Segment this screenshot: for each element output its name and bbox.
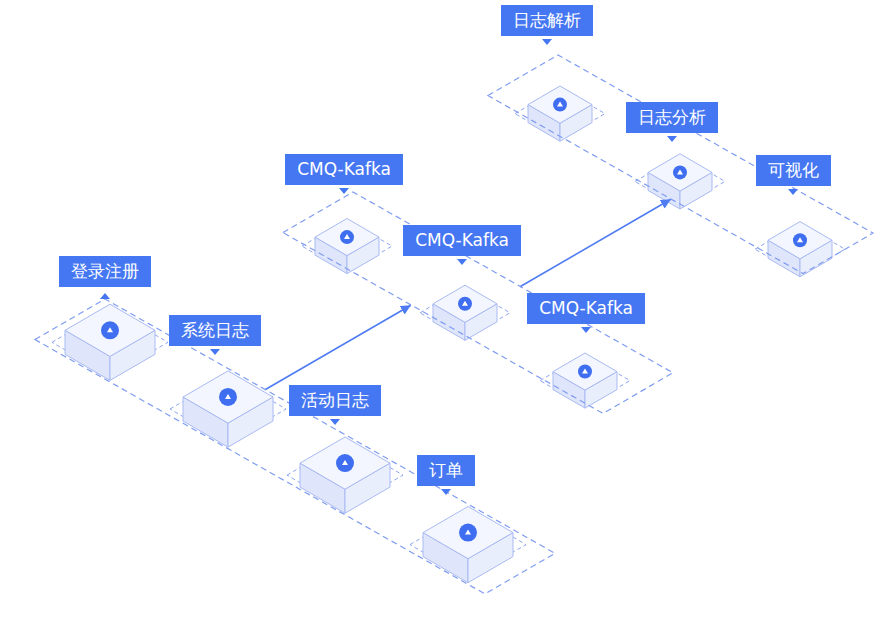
cube-top-face <box>433 285 497 322</box>
cube-top-face <box>648 154 712 191</box>
flow-arrow <box>265 305 411 390</box>
label-box: 日志分析 <box>626 102 718 133</box>
label-box: CMQ-Kafka <box>527 293 645 324</box>
label-box: 可视化 <box>756 155 831 186</box>
cube-badge <box>336 454 354 472</box>
cube-badge-mark <box>225 394 231 399</box>
label-box: CMQ-Kafka <box>403 225 521 256</box>
cube-badge <box>553 98 567 112</box>
label-text: 日志解析 <box>513 10 581 30</box>
cube-top-face <box>183 371 273 423</box>
label-box: 登录注册 <box>59 256 151 287</box>
label-text: CMQ-Kafka <box>539 298 633 318</box>
cube-badge <box>673 165 687 179</box>
cube-icon <box>635 154 725 209</box>
cube-badge <box>340 230 354 244</box>
cube-badge-mark <box>107 327 113 332</box>
cube-badge <box>459 524 477 542</box>
cube-icon <box>302 219 392 274</box>
label-text: CMQ-Kafka <box>415 230 509 250</box>
cube-icon <box>515 86 605 141</box>
platform-border <box>488 55 873 274</box>
label-box: 订单 <box>417 455 475 486</box>
group-platform: 登录注册系统日志活动日志订单 <box>35 299 555 594</box>
cube-top-face <box>528 86 592 123</box>
cube-top-face <box>65 304 155 356</box>
platform-outline <box>35 299 555 594</box>
label-text: 系统日志 <box>181 320 249 340</box>
group-platform: CMQ-KafkaCMQ-KafkaCMQ-Kafka <box>283 192 673 413</box>
cube-badge-mark <box>677 169 683 174</box>
cube-top-face <box>768 222 832 259</box>
label-box: 日志解析 <box>501 5 593 36</box>
cube-badge-mark <box>465 530 471 535</box>
label-box: CMQ-Kafka <box>285 154 403 185</box>
cube-badge <box>458 297 472 311</box>
cube-icon <box>420 285 510 340</box>
cube-icon <box>52 304 168 380</box>
label-text: 活动日志 <box>301 390 369 410</box>
cube-top-face <box>553 353 617 390</box>
label-text: 可视化 <box>768 160 819 180</box>
cube-icon <box>540 353 630 408</box>
cube-icon <box>755 222 845 277</box>
cube-icon <box>410 507 526 583</box>
cube-badge-mark <box>582 369 588 374</box>
label-text: 登录注册 <box>71 261 139 281</box>
label-text: 订单 <box>429 460 463 480</box>
platform-border <box>35 299 555 594</box>
cube-badge-mark <box>462 301 468 306</box>
cube-top-face <box>423 507 513 559</box>
cube-badge-mark <box>342 460 348 465</box>
label-box: 系统日志 <box>169 315 261 346</box>
cube-badge <box>578 365 592 379</box>
cube-icon <box>170 371 286 447</box>
cube-top-face <box>300 437 390 489</box>
cube-badge-mark <box>797 237 803 242</box>
cube-badge <box>101 321 119 339</box>
cube-badge <box>793 233 807 247</box>
cube-badge-mark <box>344 234 350 239</box>
platform-border <box>283 192 673 413</box>
cube-top-face <box>315 219 379 256</box>
cube-badge-mark <box>557 102 563 107</box>
label-text: CMQ-Kafka <box>297 159 391 179</box>
label-text: 日志分析 <box>638 107 706 127</box>
cube-icon <box>287 437 403 513</box>
label-box: 活动日志 <box>289 385 381 416</box>
group-platform: 日志解析日志分析可视化 <box>488 55 873 274</box>
flow-arrow <box>520 199 671 286</box>
cube-badge <box>219 388 237 406</box>
